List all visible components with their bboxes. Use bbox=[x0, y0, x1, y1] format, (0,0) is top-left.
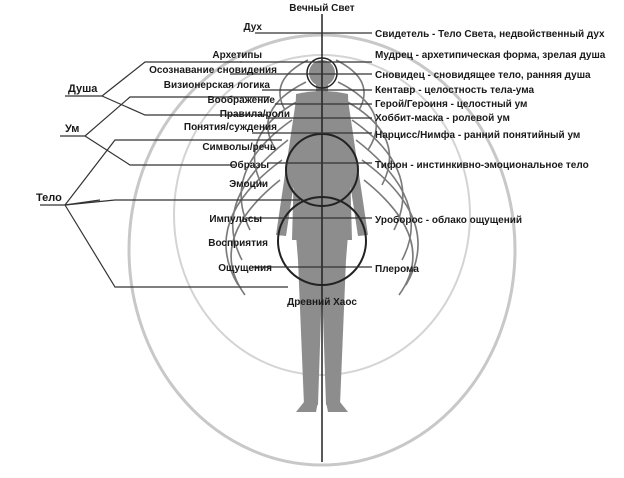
label-perception: Восприятия bbox=[208, 238, 268, 249]
group-mind-label: Ум bbox=[65, 123, 79, 135]
level-lines bbox=[230, 32, 372, 268]
top-label: Вечный Свет bbox=[289, 3, 355, 14]
label-hero: Герой/Героиня - целостный ум bbox=[375, 99, 527, 110]
label-pleroma: Плерома bbox=[375, 264, 419, 275]
label-imagination: Воображение bbox=[207, 94, 275, 106]
label-archetypes: Архетипы bbox=[212, 50, 262, 61]
label-visionary-logic: Визионерская логика bbox=[164, 80, 271, 91]
label-impulses: Импульсы bbox=[209, 214, 262, 225]
label-narcissus: Нарцисс/Нимфа - ранний понятийный ум bbox=[375, 129, 580, 141]
label-witness: Свидетель - Тело Света, недвойственный д… bbox=[375, 29, 605, 40]
label-symbols: Символы/речь bbox=[202, 142, 276, 153]
label-emotions: Эмоции bbox=[229, 179, 268, 190]
label-images: Образы bbox=[230, 159, 269, 171]
group-brackets bbox=[40, 61, 300, 288]
label-typhon: Тифон - инстинкивно-эмоциональное тело bbox=[375, 159, 589, 171]
label-dream-awareness: Осознавание сновидения bbox=[149, 65, 277, 76]
label-hobbit: Хоббит-маска - ролевой ум bbox=[375, 112, 510, 124]
label-dreamer: Сновидец - сновидящее тело, ранняя душа bbox=[375, 70, 591, 81]
bottom-label: Древний Хаос bbox=[287, 297, 357, 308]
label-uroboros: Уроборос - облако ощущений bbox=[375, 214, 522, 226]
left-arcs bbox=[225, 59, 309, 296]
label-centaur: Кентавр - целостность тела-ума bbox=[375, 85, 534, 96]
group-soul-label: Душа bbox=[68, 83, 98, 95]
label-sage: Мудрец - архетипическая форма, зрелая ду… bbox=[375, 49, 606, 61]
label-rules-roles: Правила/роли bbox=[220, 109, 290, 120]
label-sensations: Ощущения bbox=[218, 263, 272, 274]
label-spirit: Дух bbox=[244, 22, 263, 33]
label-concepts: Понятия/суждения bbox=[184, 122, 277, 133]
right-arcs bbox=[335, 59, 419, 296]
group-body-label: Тело bbox=[36, 192, 62, 204]
